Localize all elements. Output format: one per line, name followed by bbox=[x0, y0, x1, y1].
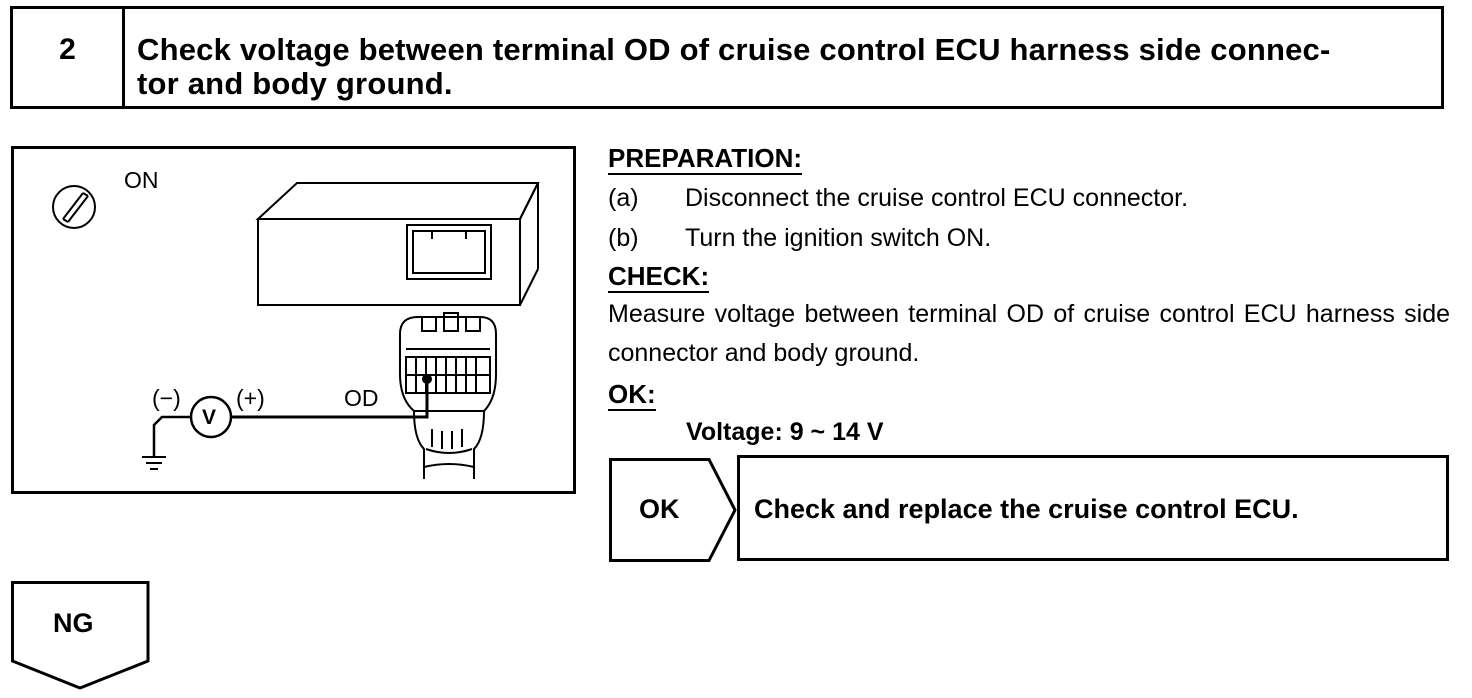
ignition-key-icon bbox=[52, 185, 96, 229]
ok-heading: OK: bbox=[608, 379, 656, 411]
step-text: Disconnect the cruise control ECU connec… bbox=[685, 184, 1189, 212]
minus-probe-label: (−) bbox=[152, 385, 181, 411]
ok-action-text: Check and replace the cruise control ECU… bbox=[754, 494, 1299, 524]
ok-arrow-shape bbox=[609, 458, 737, 562]
ng-arrow-shape bbox=[11, 581, 150, 690]
ignition-on-label: ON bbox=[124, 167, 159, 193]
ng-result-tag: NG bbox=[11, 581, 151, 691]
step-header: 2 Check voltage between terminal OD of c… bbox=[10, 6, 1444, 109]
ground-lead bbox=[152, 415, 191, 457]
step-marker: (a) bbox=[608, 184, 639, 212]
step-title-line-1: Check voltage between terminal OD of cru… bbox=[137, 32, 1331, 67]
preparation-step-a: (a) Disconnect the cruise control ECU con… bbox=[608, 184, 1188, 212]
wiring-diagram: ON (−) (+) V OD bbox=[11, 146, 576, 494]
ecu-unit-icon bbox=[255, 182, 540, 306]
ok-result-tag: OK bbox=[609, 458, 739, 562]
probe-wire bbox=[231, 379, 429, 419]
preparation-heading: PREPARATION: bbox=[608, 143, 803, 175]
check-description: Measure voltage between terminal OD of c… bbox=[608, 300, 1450, 367]
preparation-step-b: (b) Turn the ignition switch ON. bbox=[608, 224, 991, 252]
voltmeter-label: V bbox=[202, 406, 217, 429]
harness-connector-icon bbox=[399, 312, 497, 479]
ground-symbol-icon bbox=[142, 456, 166, 470]
ok-label: OK bbox=[639, 494, 680, 524]
step-marker: (b) bbox=[608, 224, 639, 252]
plus-probe-label: (+) bbox=[236, 385, 265, 411]
ng-label: NG bbox=[53, 608, 94, 638]
step-text: Turn the ignition switch ON. bbox=[685, 224, 992, 252]
voltage-spec: Voltage: 9 ~ 14 V bbox=[686, 418, 884, 446]
step-number: 2 bbox=[13, 9, 125, 106]
check-heading: CHECK: bbox=[608, 261, 710, 293]
step-title: Check voltage between terminal OD of cru… bbox=[125, 9, 1441, 106]
diagram-drawing bbox=[52, 182, 540, 479]
terminal-od-label: OD bbox=[344, 385, 379, 411]
ok-action-box: Check and replace the cruise control ECU… bbox=[737, 455, 1449, 561]
step-title-line-2: tor and body ground. bbox=[137, 66, 453, 101]
